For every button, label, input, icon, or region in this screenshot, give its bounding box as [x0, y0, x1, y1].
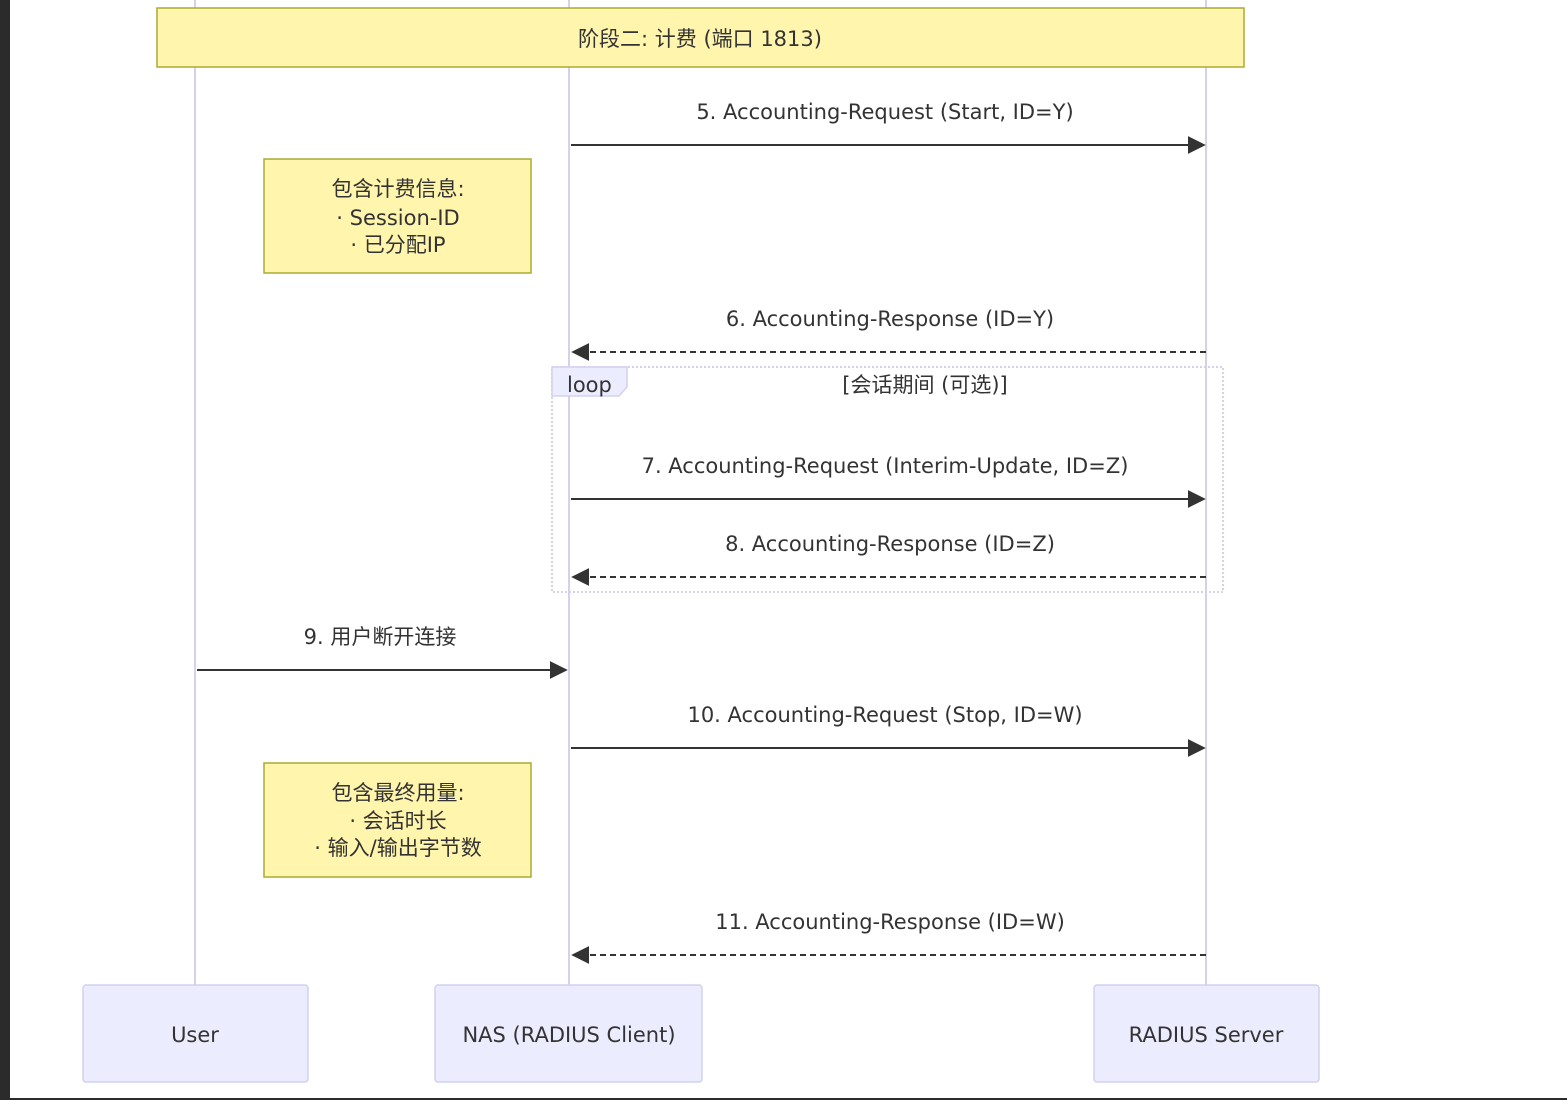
note-1-line-3: · 已分配IP [350, 233, 445, 257]
note-accounting-info: 包含计费信息: · Session-ID · 已分配IP [263, 158, 532, 274]
actor-user: User [82, 984, 309, 1083]
actor-nas: NAS (RADIUS Client) [434, 984, 703, 1083]
actor-nas-label: NAS (RADIUS Client) [462, 1023, 675, 1047]
actor-radius-server: RADIUS Server [1093, 984, 1320, 1083]
note-final-usage: 包含最终用量: · 会话时长 · 输入/输出字节数 [263, 762, 532, 878]
message-9: 9. 用户断开连接 [197, 625, 568, 679]
phase-banner: 阶段二: 计费 (端口 1813) [156, 7, 1245, 68]
message-9-label: 9. 用户断开连接 [304, 625, 457, 649]
message-7-label: 7. Accounting-Request (Interim-Update, I… [642, 454, 1129, 478]
message-8-label: 8. Accounting-Response (ID=Z) [725, 532, 1055, 556]
note-1-line-2: · Session-ID [336, 206, 459, 230]
note-2-line-3: · 输入/输出字节数 [314, 836, 481, 860]
message-11-label: 11. Accounting-Response (ID=W) [715, 910, 1065, 934]
message-7: 7. Accounting-Request (Interim-Update, I… [571, 454, 1206, 508]
actor-user-label: User [171, 1023, 219, 1047]
message-6: 6. Accounting-Response (ID=Y) [571, 307, 1206, 361]
message-5-label: 5. Accounting-Request (Start, ID=Y) [696, 100, 1073, 124]
message-6-label: 6. Accounting-Response (ID=Y) [726, 307, 1054, 331]
loop-tag [551, 366, 628, 397]
note-2-line-2: · 会话时长 [349, 809, 446, 833]
actor-radius-server-label: RADIUS Server [1129, 1023, 1284, 1047]
loop-tag-label: loop [567, 373, 612, 397]
phase-label: 阶段二: 计费 (端口 1813) [578, 27, 822, 51]
loop-frame: loop [会话期间 (可选)] [551, 366, 1224, 593]
message-5: 5. Accounting-Request (Start, ID=Y) [571, 100, 1206, 154]
note-2-line-1: 包含最终用量: [331, 781, 464, 805]
note-1-line-1: 包含计费信息: [331, 177, 464, 201]
message-10-label: 10. Accounting-Request (Stop, ID=W) [687, 703, 1082, 727]
sequence-diagram: 阶段二: 计费 (端口 1813) 5. Accounting-Request … [82, 0, 1320, 1083]
message-11: 11. Accounting-Response (ID=W) [571, 910, 1206, 964]
sequence-diagram-canvas: 阶段二: 计费 (端口 1813) 5. Accounting-Request … [10, 0, 1567, 1098]
message-10: 10. Accounting-Request (Stop, ID=W) [571, 703, 1206, 757]
loop-condition: [会话期间 (可选)] [842, 373, 1007, 397]
message-8: 8. Accounting-Response (ID=Z) [571, 532, 1206, 586]
